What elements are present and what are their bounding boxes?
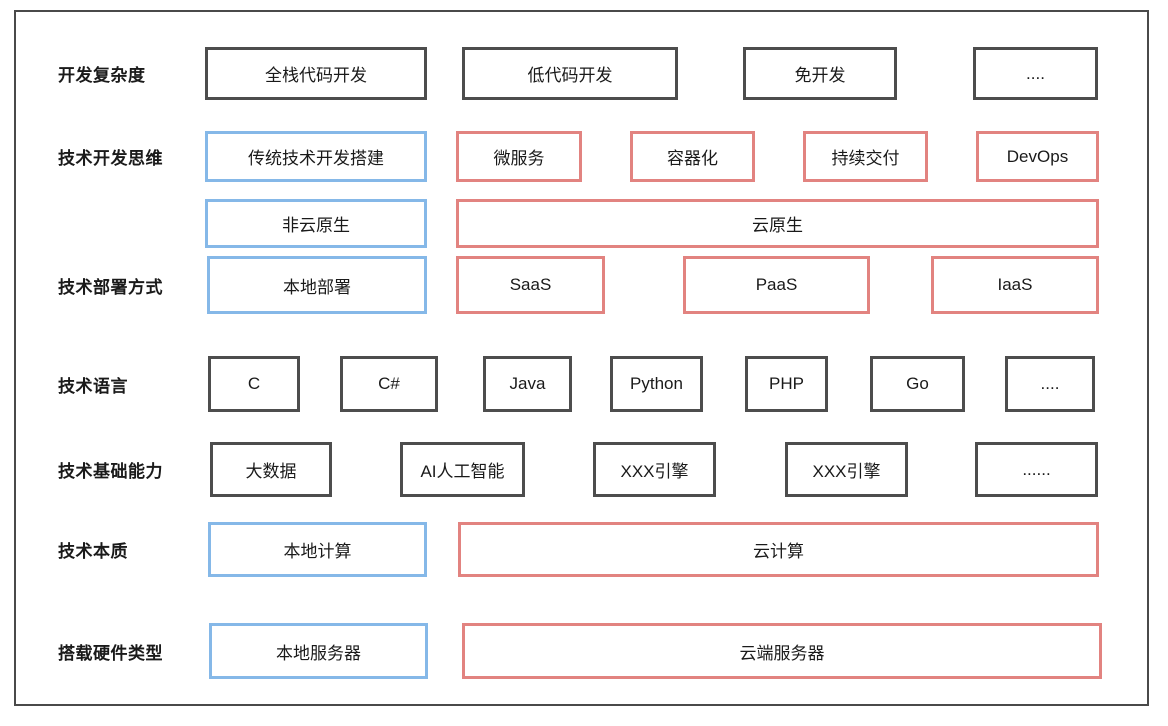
diagram-box-tech-dev-thinking-2: 容器化	[630, 131, 755, 182]
row-label-dev-complexity: 开发复杂度	[58, 66, 146, 85]
diagram-box-tech-language-2: Java	[483, 356, 572, 412]
diagram-box-tech-dev-thinking-3: 持续交付	[803, 131, 928, 182]
row-label-hardware-type: 搭载硬件类型	[58, 643, 163, 663]
diagram-box-tech-dev-thinking-1: 微服务	[456, 131, 582, 182]
diagram-box-tech-base-capability-3: XXX引擎	[785, 442, 908, 497]
diagram-box-tech-language-4: PHP	[745, 356, 828, 412]
row-label-deployment-mode: 技术部署方式	[58, 277, 163, 297]
diagram-box-deployment-mode-0: 本地部署	[207, 256, 427, 314]
diagram-box-tech-language-6: ....	[1005, 356, 1095, 412]
diagram-frame	[14, 10, 1149, 706]
diagram-box-tech-language-5: Go	[870, 356, 965, 412]
diagram-box-deployment-mode-3: IaaS	[931, 256, 1099, 314]
diagram-box-hardware-type-0: 本地服务器	[209, 623, 428, 679]
diagram-box-tech-language-1: C#	[340, 356, 438, 412]
row-label-tech-dev-thinking: 技术开发思维	[58, 149, 163, 168]
diagram-box-tech-essence-1: 云计算	[458, 522, 1099, 577]
diagram-box-deployment-mode-2: PaaS	[683, 256, 870, 314]
row-label-tech-language: 技术语言	[58, 376, 128, 396]
diagram-box-tech-base-capability-0: 大数据	[210, 442, 332, 497]
diagram-box-cloud-native-1: 云原生	[456, 199, 1099, 248]
diagram-box-dev-complexity-0: 全栈代码开发	[205, 47, 427, 100]
diagram-box-tech-language-3: Python	[610, 356, 703, 412]
diagram-box-dev-complexity-2: 免开发	[743, 47, 897, 100]
diagram-box-deployment-mode-1: SaaS	[456, 256, 605, 314]
diagram-box-tech-base-capability-1: AI人工智能	[400, 442, 525, 497]
row-label-tech-essence: 技术本质	[58, 542, 128, 561]
diagram-box-tech-dev-thinking-0: 传统技术开发搭建	[205, 131, 427, 182]
diagram-box-tech-essence-0: 本地计算	[208, 522, 427, 577]
diagram-box-tech-dev-thinking-4: DevOps	[976, 131, 1099, 182]
diagram-box-cloud-native-0: 非云原生	[205, 199, 427, 248]
diagram-box-tech-language-0: C	[208, 356, 300, 412]
diagram-box-tech-base-capability-2: XXX引擎	[593, 442, 716, 497]
diagram-box-hardware-type-1: 云端服务器	[462, 623, 1102, 679]
diagram-box-tech-base-capability-4: ......	[975, 442, 1098, 497]
row-label-tech-base-capability: 技术基础能力	[58, 462, 163, 481]
diagram-box-dev-complexity-1: 低代码开发	[462, 47, 678, 100]
diagram-box-dev-complexity-3: ....	[973, 47, 1098, 100]
